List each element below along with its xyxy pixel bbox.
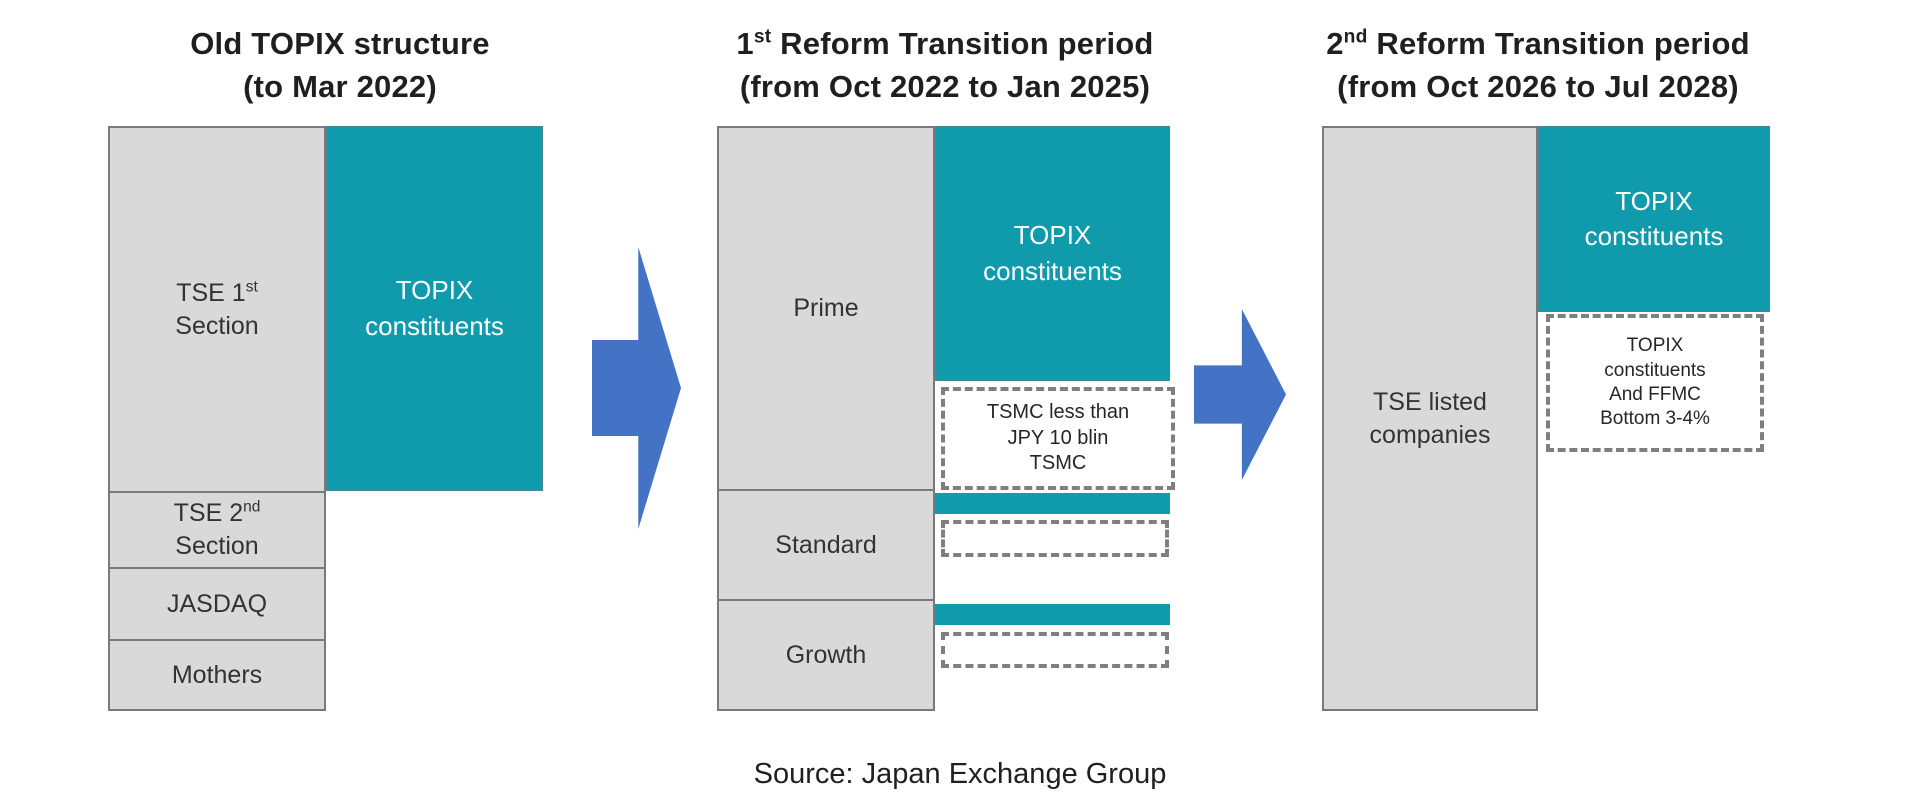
panel1-title: Old TOPIX structure (to Mar 2022) — [80, 22, 600, 108]
cell-prime: Prime — [719, 128, 933, 489]
tse-1st-line1: TSE 1st — [176, 278, 258, 307]
panel3-title-line2: (from Oct 2026 to Jul 2028) — [1337, 69, 1739, 104]
right-arrow-icon-1 — [592, 247, 681, 529]
tse-1st-line2: Section — [175, 311, 259, 340]
mothers-label: Mothers — [171, 660, 263, 689]
panel2-topix-label: TOPIX constituents — [983, 220, 1122, 286]
panel2-standard-teal-strip — [935, 493, 1170, 514]
cell-tse-2nd-section: TSE 2nd Section — [110, 491, 324, 567]
tse-1st-section-label: TSE 1st Section — [175, 277, 258, 343]
panel3-market-column: TSE listed companies — [1322, 126, 1538, 711]
panel3-ffmc-note: TOPIX constituents And FFMC Bottom 3-4% — [1600, 335, 1710, 430]
standard-label: Standard — [775, 530, 877, 559]
panel1-topix-box: TOPIX constituents — [326, 126, 543, 491]
panel2-topix-box: TOPIX constituents — [935, 126, 1170, 381]
panel3-topix-box: TOPIX constituents — [1538, 126, 1770, 312]
growth-label: Growth — [785, 640, 867, 669]
prime-label: Prime — [793, 294, 859, 322]
panel1-title-line1: Old TOPIX structure — [190, 26, 490, 61]
cell-standard: Standard — [719, 489, 933, 599]
cell-tse-listed: TSE listed companies — [1324, 128, 1536, 709]
jasdaq-label: JASDAQ — [166, 589, 268, 618]
right-arrow-icon-2 — [1194, 309, 1286, 480]
tse-2nd-line2: Section — [175, 532, 259, 560]
tse-2nd-section-label: TSE 2nd Section — [174, 497, 261, 563]
panel1-title-line2: (to Mar 2022) — [243, 69, 437, 104]
tse-2nd-line1: TSE 2nd — [173, 498, 261, 527]
panel2-title-line2: (from Oct 2022 to Jan 2025) — [739, 69, 1151, 104]
source-note: Source: Japan Exchange Group — [753, 758, 1167, 790]
cell-jasdaq: JASDAQ — [110, 567, 324, 639]
cell-growth: Growth — [719, 599, 933, 709]
cell-mothers: Mothers — [110, 639, 324, 709]
panel2-tsmc-note: TSMC less than JPY 10 blin TSMC — [986, 401, 1130, 475]
panel3-topix-label: TOPIX constituents — [1584, 185, 1724, 251]
panel1-market-column: TSE 1st Section TSE 2nd Section JASDAQ M… — [108, 126, 326, 711]
panel2-title: 1st Reform Transition period (from Oct 2… — [685, 22, 1205, 108]
panel2-tsmc-dashed-box: TSMC less than JPY 10 blin TSMC — [941, 387, 1175, 490]
panel2-growth-teal-strip — [935, 604, 1170, 625]
panel3-title: 2nd Reform Transition period (from Oct 2… — [1278, 22, 1798, 108]
panel3-ffmc-dashed-box: TOPIX constituents And FFMC Bottom 3-4% — [1546, 314, 1764, 452]
panel3-title-line1: 2nd Reform Transition period — [1326, 26, 1750, 61]
panel2-growth-dashed-box — [941, 632, 1169, 668]
cell-tse-1st-section: TSE 1st Section — [110, 128, 324, 491]
tse-listed-label: TSE listed companies — [1369, 387, 1491, 449]
panel2-market-column: Prime Standard Growth — [717, 126, 935, 711]
panel1-topix-label: TOPIX constituents — [365, 275, 504, 341]
panel2-standard-dashed-box — [941, 520, 1169, 557]
panel2-title-line1: 1st Reform Transition period — [736, 26, 1154, 61]
